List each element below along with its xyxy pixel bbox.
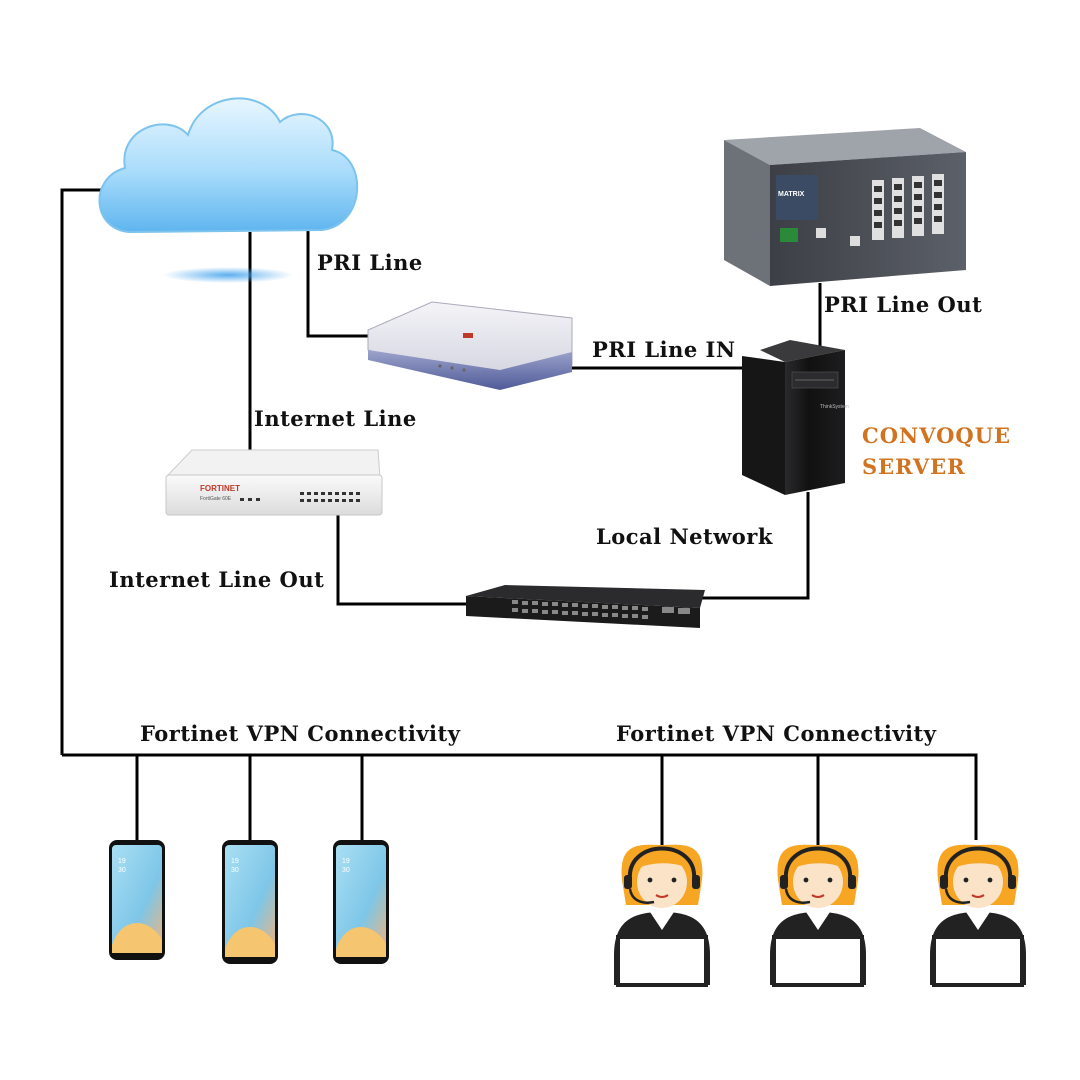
pri-line-label: PRI Line bbox=[317, 250, 423, 275]
pbx-brand-text: MATRIX bbox=[778, 191, 805, 198]
agent-headset-icon bbox=[770, 844, 866, 987]
phone-clock-min: 30 bbox=[118, 867, 126, 874]
local-network-line bbox=[700, 492, 810, 600]
internet-line-out bbox=[336, 515, 466, 606]
smartphone-icon: 19 30 bbox=[222, 840, 278, 964]
internet-line-label: Internet Line bbox=[254, 406, 417, 431]
firewall-brand-text: FORTINET bbox=[200, 484, 240, 493]
network-switch-icon bbox=[466, 585, 705, 628]
server-tower-icon: ThinkSystem bbox=[742, 340, 849, 495]
server-brand-text: ThinkSystem bbox=[820, 404, 849, 410]
server-name-label: CONVOQUE SERVER bbox=[862, 420, 1011, 482]
smartphone-icon: 19 30 bbox=[333, 840, 389, 964]
phone-clock-hour: 19 bbox=[342, 858, 350, 865]
vpn-connectivity-label-left: Fortinet VPN Connectivity bbox=[140, 721, 461, 746]
connection-lines bbox=[60, 188, 978, 845]
phone-clock-hour: 19 bbox=[118, 858, 126, 865]
pbx-gateway-icon: MATRIX bbox=[724, 128, 966, 286]
server-name-line-2: SERVER bbox=[862, 454, 966, 479]
agent-headset-icon bbox=[930, 844, 1026, 987]
local-network-label: Local Network bbox=[596, 524, 773, 549]
agent-headset-icon bbox=[614, 844, 710, 987]
pri-line-out-label: PRI Line Out bbox=[824, 292, 983, 317]
firewall-model-text: FortiGate 60E bbox=[200, 496, 232, 502]
vpn-bus-line-right bbox=[540, 753, 978, 840]
cloud-icon bbox=[98, 97, 359, 283]
smartphone-icon: 19 30 bbox=[109, 840, 165, 960]
server-name-line-1: CONVOQUE bbox=[862, 423, 1012, 448]
internet-line-out-label: Internet Line Out bbox=[109, 567, 325, 592]
phone-clock-min: 30 bbox=[231, 867, 239, 874]
firewall-icon: FORTINET FortiGate 60E bbox=[165, 449, 383, 516]
pri-line-in-label: PRI Line IN bbox=[592, 337, 736, 362]
cloud-to-vpn-bus-line bbox=[60, 188, 102, 755]
vpn-connectivity-label-right: Fortinet VPN Connectivity bbox=[616, 721, 937, 746]
phone-clock-hour: 19 bbox=[231, 858, 239, 865]
phone-clock-min: 30 bbox=[342, 867, 350, 874]
pri-modem-icon bbox=[367, 301, 573, 390]
pri-line bbox=[306, 230, 372, 338]
